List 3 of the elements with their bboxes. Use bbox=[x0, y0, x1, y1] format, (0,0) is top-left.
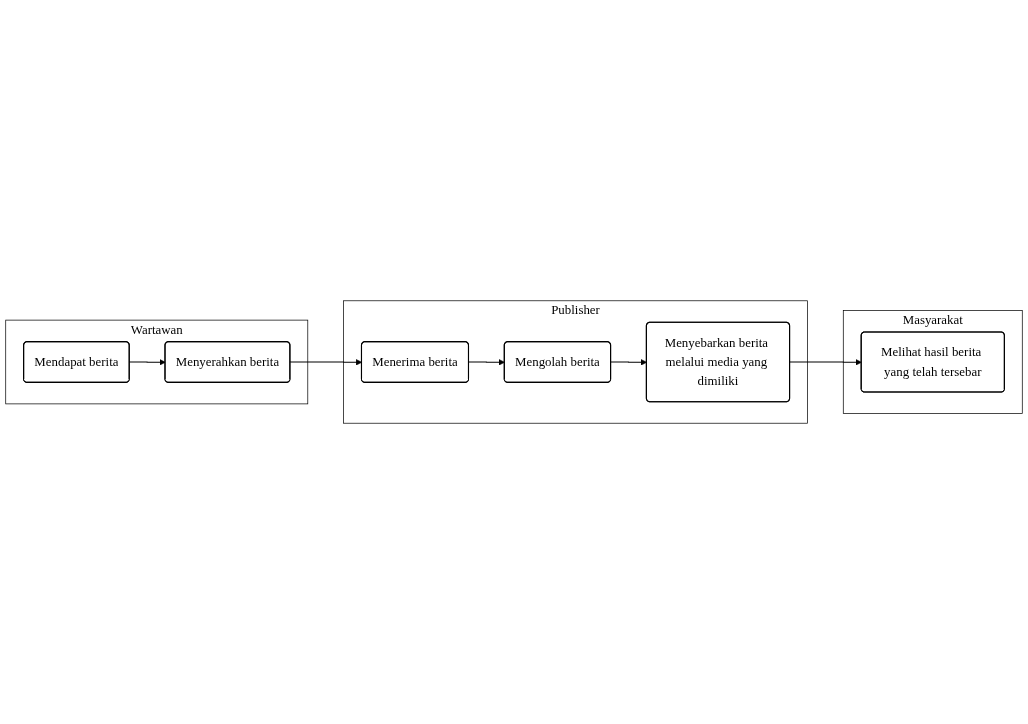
arrow bbox=[468, 359, 505, 366]
arrow bbox=[129, 359, 166, 366]
arrow bbox=[789, 359, 862, 366]
